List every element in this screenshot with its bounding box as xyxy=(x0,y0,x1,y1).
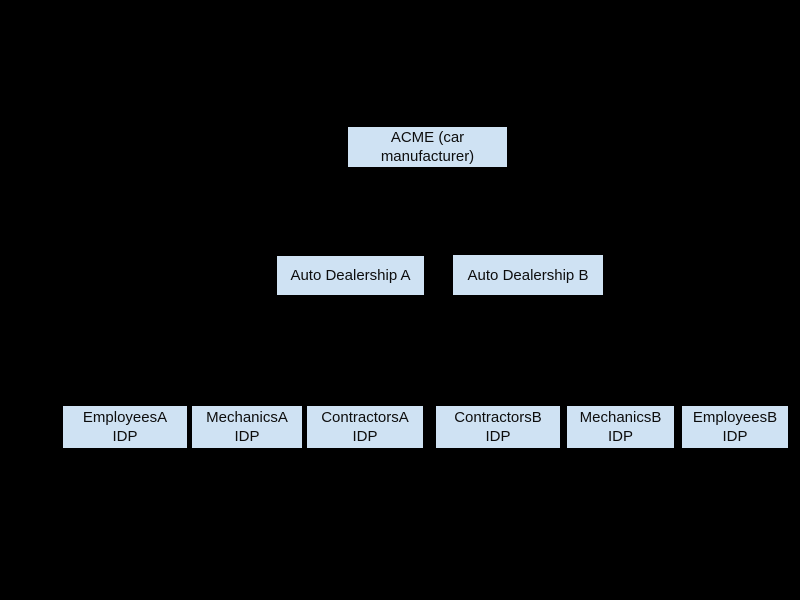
node-contractors-a-idp-label: ContractorsA IDP xyxy=(321,409,409,445)
node-contractors-b-idp-label: ContractorsB IDP xyxy=(454,409,542,445)
node-dealership-b-label: Auto Dealership B xyxy=(467,266,589,284)
node-employees-b-idp-label: EmployeesB IDP xyxy=(692,409,778,445)
node-dealership-b: Auto Dealership B xyxy=(453,255,603,295)
node-acme-label: ACME (car manufacturer) xyxy=(380,129,475,165)
node-contractors-a-idp: ContractorsA IDP xyxy=(307,406,423,448)
node-employees-a-idp-label: EmployeesA IDP xyxy=(82,409,168,445)
node-mechanics-a-idp-label: MechanicsA IDP xyxy=(206,409,288,445)
node-mechanics-b-idp: MechanicsB IDP xyxy=(567,406,674,448)
node-employees-b-idp: EmployeesB IDP xyxy=(682,406,788,448)
node-mechanics-b-idp-label: MechanicsB IDP xyxy=(579,409,662,445)
node-dealership-a-label: Auto Dealership A xyxy=(290,267,411,284)
node-contractors-b-idp: ContractorsB IDP xyxy=(436,406,560,448)
node-mechanics-a-idp: MechanicsA IDP xyxy=(192,406,302,448)
node-acme: ACME (car manufacturer) xyxy=(348,127,507,167)
node-dealership-a: Auto Dealership A xyxy=(277,256,424,295)
node-employees-a-idp: EmployeesA IDP xyxy=(63,406,187,448)
